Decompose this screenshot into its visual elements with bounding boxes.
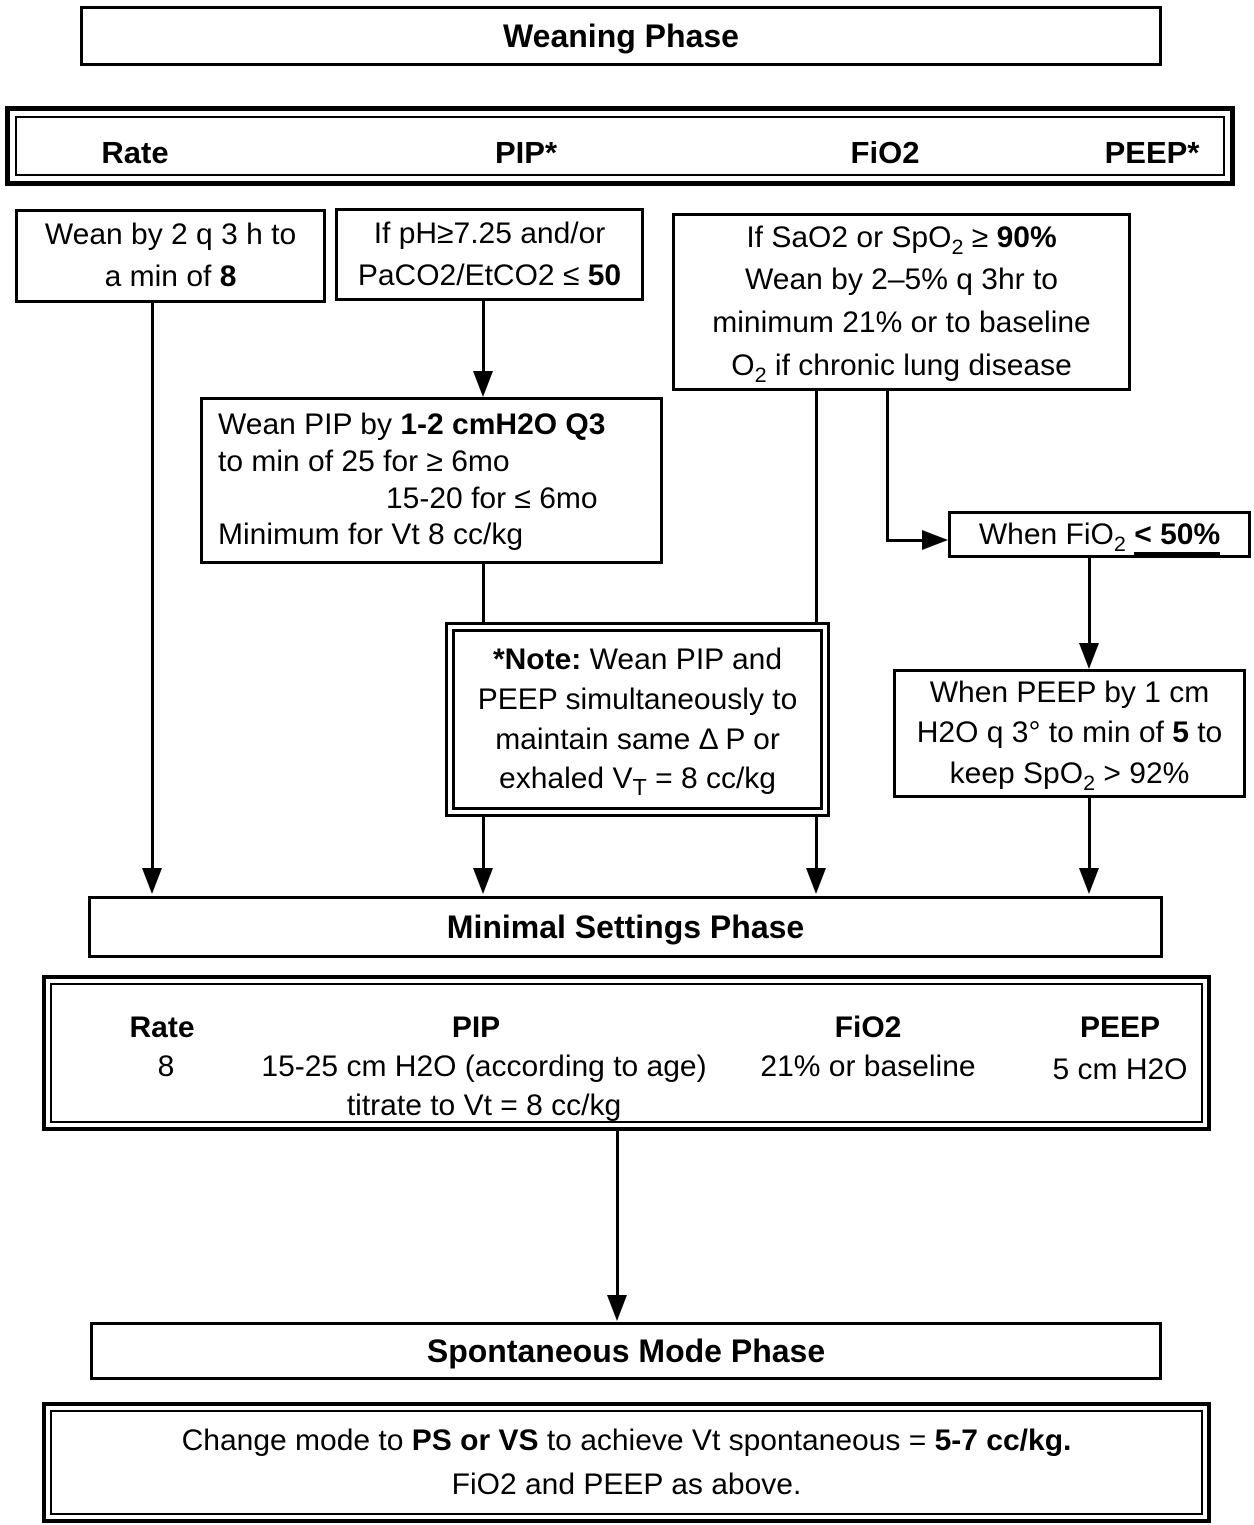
fio2-subscript: 2: [1113, 530, 1126, 556]
wean-pip-line2: to min of 25 for ≥ 6mo: [218, 444, 510, 478]
table-peep-header: PEEP: [1079, 1011, 1161, 1044]
paco2-max-value: 50: [587, 258, 622, 292]
table-pip-header: PIP: [451, 1011, 501, 1044]
when-fio2-box: When FiO2 < 50%: [948, 511, 1251, 558]
weaning-phase-title: Weaning Phase: [503, 17, 739, 54]
arrowhead-whenfio2-right-icon: [922, 530, 948, 550]
table-pip-value-line2: titrate to Vt = 8 cc/kg: [346, 1089, 622, 1122]
change-mode-line1: Change mode to PS or VS to achieve Vt sp…: [181, 1424, 1072, 1457]
fio2-wean-box: If SaO2 or SpO2 ≥ 90% Wean by 2–5% q 3hr…: [672, 213, 1131, 391]
rate-wean-box: Wean by 2 q 3 h to a min of 8: [15, 209, 326, 303]
connector-whenfio2-to-whenpeep-line: [1088, 557, 1091, 645]
table-peep-value: 5 cm H2O: [1052, 1053, 1188, 1086]
rate-wean-line2: a min of 8: [104, 260, 237, 293]
wean-pip-line3: 15-20 for ≤ 6mo: [386, 481, 598, 515]
minimal-settings-title-box: Minimal Settings Phase: [88, 896, 1163, 958]
minimal-settings-title: Minimal Settings Phase: [446, 908, 805, 945]
header-pip-label: PIP*: [494, 135, 558, 170]
mode-names: PS or VS: [411, 1424, 539, 1457]
arrowhead-fio2-down-icon: [806, 868, 826, 894]
weaning-phase-title-box: Weaning Phase: [80, 6, 1162, 66]
spo2-threshold: 90%: [996, 220, 1057, 254]
header-fio2-label: FiO2: [850, 135, 920, 170]
note-line4: exhaled VT = 8 cc/kg: [499, 762, 776, 801]
spontaneous-mode-title: Spontaneous Mode Phase: [426, 1332, 826, 1369]
wean-pip-line1: Wean PIP by 1-2 cmH2O Q3: [218, 408, 606, 442]
when-peep-box: When PEEP by 1 cm H2O q 3° to min of 5 t…: [893, 669, 1246, 798]
header-rate-label: Rate: [101, 135, 169, 170]
table-pip-value-line1: 15-25 cm H2O (according to age): [261, 1050, 707, 1083]
table-fio2-header: FiO2: [834, 1011, 902, 1044]
fio2-wean-line4: O2 if chronic lung disease: [731, 348, 1072, 387]
change-mode-box: Change mode to PS or VS to achieve Vt sp…: [42, 1402, 1211, 1523]
vt-subscript: T: [632, 774, 647, 801]
weaning-parameters-header-inner: Rate PIP* FiO2 PEEP*: [15, 116, 1225, 176]
when-peep-line2: H2O q 3° to min of 5 to: [916, 716, 1223, 750]
ph-criteria-box: If pH≥7.25 and/or PaCO2/EtCO2 ≤ 50: [335, 208, 644, 301]
rate-min-value: 8: [219, 260, 237, 293]
rate-wean-line1: Wean by 2 q 3 h to: [44, 218, 297, 251]
connector-minimal-to-spontaneous-line: [616, 1130, 619, 1297]
note-line2: PEEP simultaneously to: [477, 682, 798, 716]
connector-rate-line: [151, 302, 154, 872]
minimal-settings-table-inner: Rate PIP FiO2 PEEP 8 15-25 cm H2O (accor…: [50, 983, 1203, 1123]
when-peep-line3: keep SpO2 > 92%: [949, 756, 1190, 795]
note-box: *Note: Wean PIP and PEEP simultaneously …: [445, 622, 830, 817]
ph-criteria-line1: If pH≥7.25 and/or: [373, 216, 606, 250]
arrowhead-weanpip-down-icon: [473, 371, 493, 397]
wean-pip-box: Wean PIP by 1-2 cmH2O Q3 to min of 25 fo…: [200, 397, 663, 564]
header-peep-label: PEEP*: [1104, 135, 1200, 170]
connector-ph-to-weanpip-line: [482, 300, 485, 375]
fio2-wean-line2: Wean by 2–5% q 3hr to: [745, 263, 1058, 297]
ph-criteria-line2: PaCO2/EtCO2 ≤ 50: [357, 258, 622, 292]
when-fio2-text: When FiO2 < 50%: [978, 517, 1221, 556]
spo2-subscript: 2: [951, 233, 964, 259]
peep-min-value: 5: [1172, 716, 1189, 750]
arrowhead-rate-down-icon: [142, 868, 162, 894]
note-label: *Note:: [492, 642, 582, 676]
wean-pip-line4: Minimum for Vt 8 cc/kg: [218, 518, 524, 552]
fio2-wean-line1: If SaO2 or SpO2 ≥ 90%: [746, 220, 1057, 259]
minimal-settings-table: Rate PIP FiO2 PEEP 8 15-25 cm H2O (accor…: [42, 975, 1211, 1131]
change-mode-line2: FiO2 and PEEP as above.: [451, 1467, 802, 1501]
arrowhead-pip-down-icon: [473, 868, 493, 894]
connector-fio2-elbow-vertical-line: [886, 390, 889, 542]
arrowhead-whenpeep-down-icon: [1079, 643, 1099, 669]
o2-subscript: 2: [754, 361, 767, 387]
table-rate-header: Rate: [129, 1011, 195, 1044]
fio2-threshold: < 50%: [1134, 517, 1221, 555]
fio2-wean-line3: minimum 21% or to baseline: [712, 306, 1091, 339]
pip-wean-rate: 1-2 cmH2O Q3: [400, 408, 606, 442]
arrowhead-peep-down-icon: [1079, 868, 1099, 894]
note-line3: maintain same Δ P or: [495, 722, 780, 756]
weaning-parameters-header: Rate PIP* FiO2 PEEP*: [5, 106, 1235, 186]
table-fio2-value: 21% or baseline: [760, 1050, 976, 1083]
when-peep-line1: When PEEP by 1 cm: [929, 676, 1210, 710]
arrowhead-spontaneous-down-icon: [607, 1295, 627, 1321]
connector-peep-to-minimal-line: [1088, 797, 1091, 870]
spontaneous-mode-title-box: Spontaneous Mode Phase: [90, 1322, 1162, 1380]
vt-target: 5-7 cc/kg.: [934, 1424, 1072, 1457]
change-mode-box-inner: Change mode to PS or VS to achieve Vt sp…: [50, 1410, 1203, 1515]
note-line1: *Note: Wean PIP and: [492, 642, 783, 676]
table-rate-value: 8: [157, 1050, 175, 1083]
note-box-inner: *Note: Wean PIP and PEEP simultaneously …: [452, 629, 823, 810]
spo2-subscript-2: 2: [1083, 769, 1096, 795]
connector-fio2-elbow-horizontal-line: [886, 539, 924, 542]
